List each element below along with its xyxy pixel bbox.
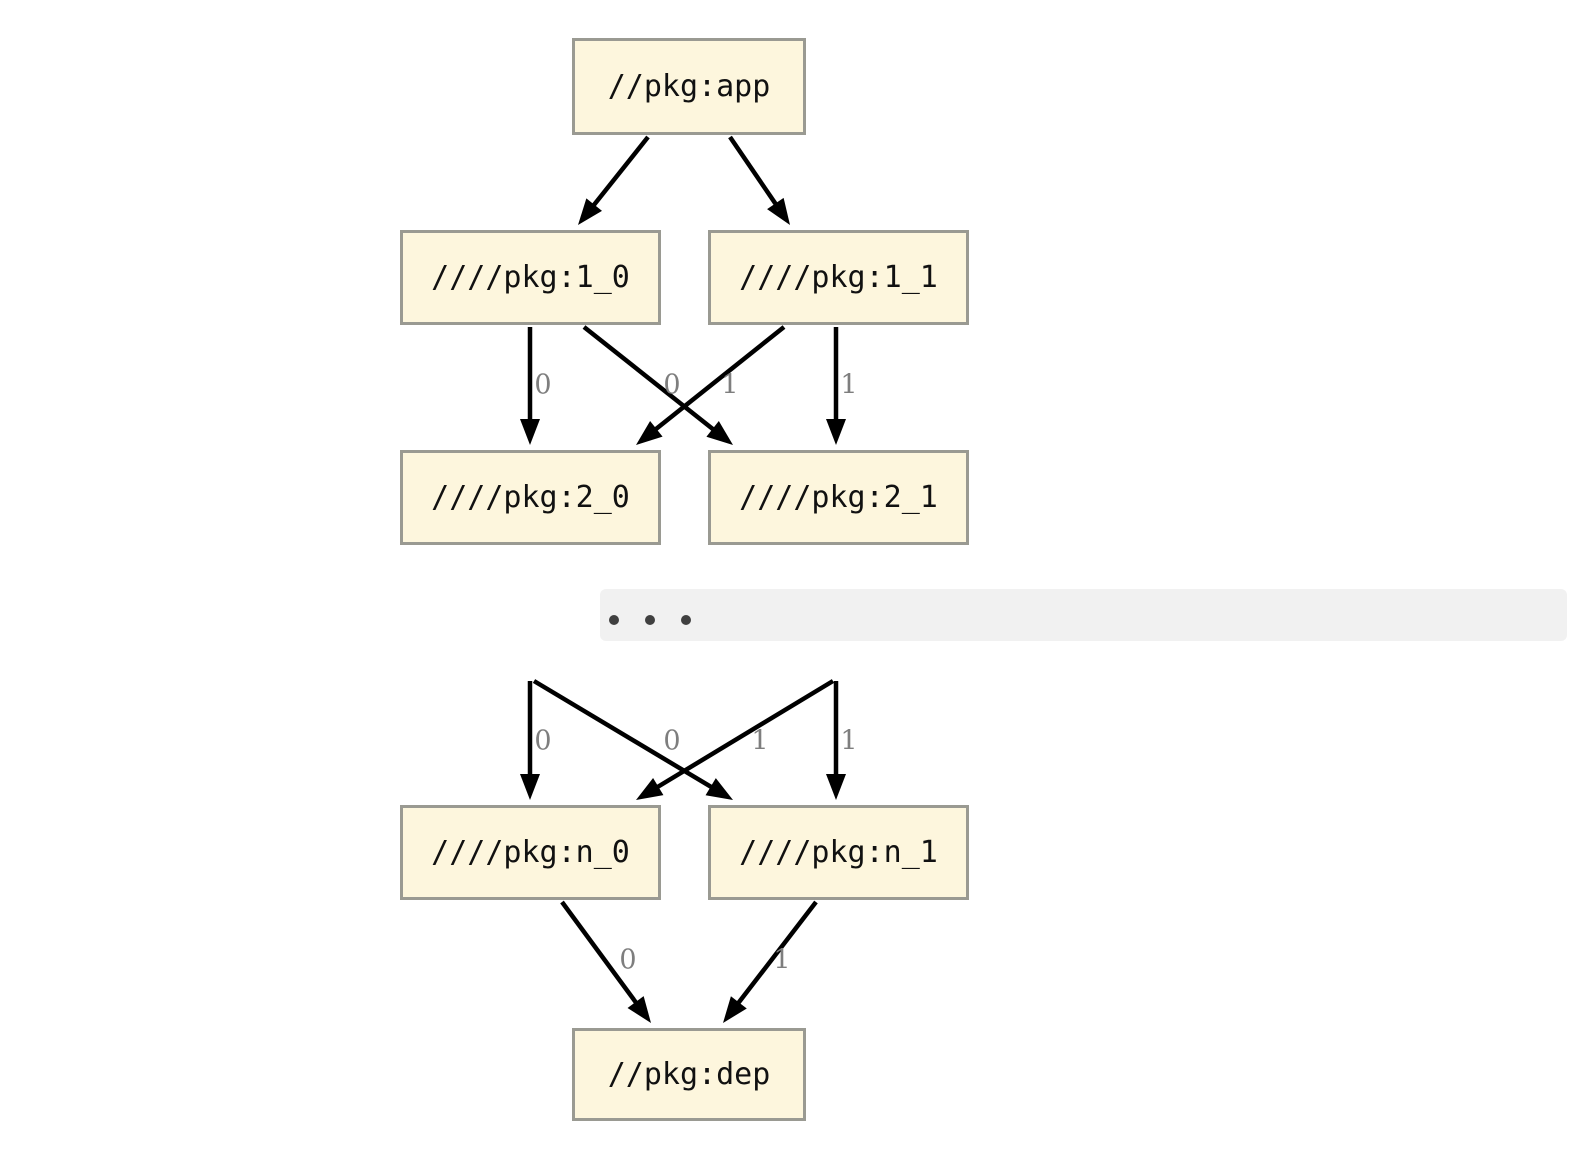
- edge-arrowhead: [578, 198, 603, 225]
- edge-e-app-1_1: [728, 135, 790, 225]
- node-n2_1[interactable]: ////pkg:2_1: [708, 450, 969, 545]
- edge-e-elided-n_0b: 1: [636, 679, 835, 800]
- node-label: //pkg:dep: [608, 1057, 771, 1092]
- edge-label: 1: [773, 945, 790, 976]
- edge-line: [589, 135, 650, 210]
- edge-line: [532, 679, 716, 791]
- edge-line: [560, 900, 640, 1007]
- edge-e-elided-n_1b: 0: [532, 679, 733, 800]
- node-nn_1[interactable]: ////pkg:n_1: [708, 805, 969, 900]
- node-label: ////pkg:1_1: [739, 260, 938, 295]
- node-box[interactable]: [708, 230, 969, 325]
- edge-line: [582, 325, 718, 434]
- nodes-group: //pkg:app ////pkg:1_0 ////pkg:1_1 ////pkg:2…: [400, 38, 969, 1121]
- edge-e-1_1-2_0: 1: [636, 325, 786, 445]
- node-n1_1[interactable]: ////pkg:1_1: [708, 230, 969, 325]
- node-box[interactable]: [708, 450, 969, 545]
- edge-line: [653, 679, 835, 791]
- node-box[interactable]: [400, 230, 661, 325]
- ellipsis-dot-1: [645, 615, 655, 625]
- node-box[interactable]: [572, 1028, 806, 1121]
- node-label: ////pkg:2_0: [431, 480, 630, 515]
- node-box[interactable]: [572, 38, 806, 135]
- edge-label: 0: [534, 370, 551, 401]
- node-box[interactable]: [400, 805, 661, 900]
- edge-arrowhead: [520, 419, 540, 445]
- edge-e-app-1_0: [578, 135, 650, 225]
- node-dep[interactable]: //pkg:dep: [572, 1028, 806, 1121]
- node-n2_0[interactable]: ////pkg:2_0: [400, 450, 661, 545]
- node-label: ////pkg:n_1: [739, 835, 938, 870]
- node-label: ////pkg:n_0: [431, 835, 630, 870]
- edge-label: 0: [663, 726, 680, 757]
- edge-label: 0: [619, 945, 636, 976]
- elided-levels-background: [600, 589, 1567, 641]
- edge-e-1_0-2_0: 0: [520, 327, 552, 445]
- edge-arrowhead: [826, 774, 846, 800]
- edge-line: [734, 900, 818, 1007]
- edge-arrowhead: [706, 421, 733, 445]
- edge-e-n_0-dep: 0: [560, 900, 651, 1023]
- edge-line: [728, 135, 780, 209]
- edge-arrowhead: [636, 420, 663, 445]
- node-label: ////pkg:1_0: [431, 260, 630, 295]
- edge-arrowhead: [520, 774, 540, 800]
- node-n1_0[interactable]: ////pkg:1_0: [400, 230, 661, 325]
- edge-label: 1: [840, 370, 857, 401]
- edge-label: 0: [534, 726, 551, 757]
- edges-group: 0 0 1 1 0 0 1 1 0 1: [520, 135, 858, 1023]
- elided-levels-band: [600, 589, 1567, 641]
- node-label: ////pkg:2_1: [739, 480, 938, 515]
- edge-e-1_0-2_1: 0: [582, 325, 733, 445]
- edge-e-elided-n_0: 0: [520, 681, 552, 800]
- edge-arrowhead: [636, 777, 664, 800]
- node-label: //pkg:app: [608, 69, 771, 104]
- edge-e-1_1-2_1: 1: [826, 327, 858, 445]
- edge-e-n_1-dep: 1: [723, 900, 818, 1023]
- edge-line: [651, 325, 786, 434]
- edge-arrowhead: [826, 419, 846, 445]
- edge-label: 1: [751, 726, 768, 757]
- node-box[interactable]: [400, 450, 661, 545]
- edge-arrowhead: [705, 778, 733, 800]
- edge-arrowhead: [627, 996, 651, 1023]
- edge-arrowhead: [723, 996, 747, 1023]
- edge-label: 1: [721, 370, 738, 401]
- edge-label: 0: [663, 370, 680, 401]
- edge-arrowhead: [767, 197, 790, 225]
- ellipsis-dot-2: [681, 615, 691, 625]
- node-app[interactable]: //pkg:app: [572, 38, 806, 135]
- ellipsis-dot-0: [609, 615, 619, 625]
- edge-label: 1: [840, 726, 857, 757]
- node-box[interactable]: [708, 805, 969, 900]
- edge-e-elided-n_1: 1: [826, 681, 858, 800]
- node-nn_0[interactable]: ////pkg:n_0: [400, 805, 661, 900]
